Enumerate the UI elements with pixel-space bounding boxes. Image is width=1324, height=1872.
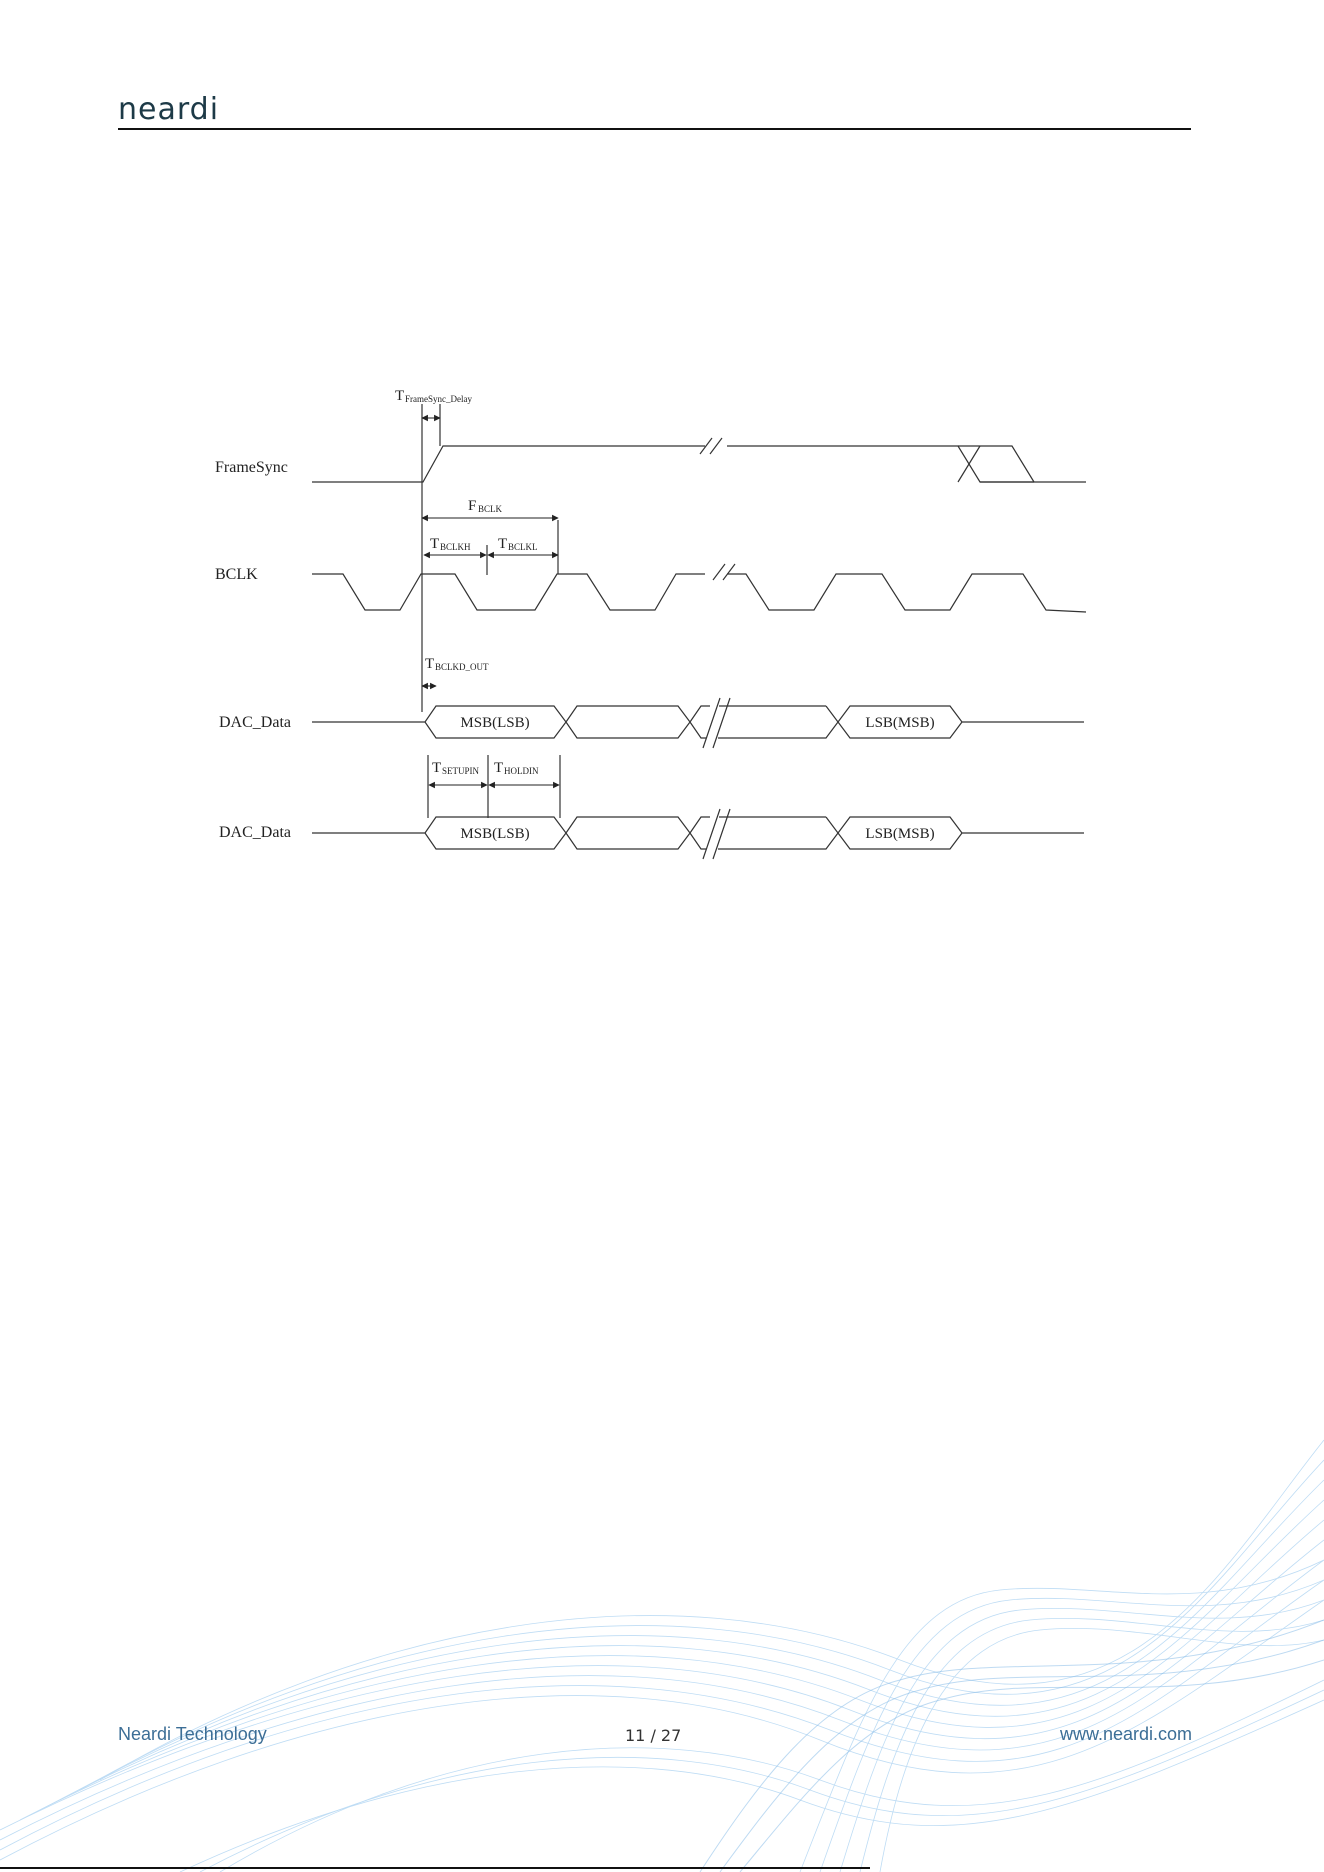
label-t-holdin: T HOLDIN (494, 760, 539, 776)
svg-text:BCLK: BCLK (478, 504, 503, 514)
framesync-waveform (312, 446, 1086, 482)
svg-text:HOLDIN: HOLDIN (504, 766, 539, 776)
svg-text:FrameSync_Delay: FrameSync_Delay (405, 394, 472, 404)
label-t-bclkl: T BCLKL (498, 536, 538, 552)
signal-label-dac-data: DAC_Data (219, 714, 291, 731)
signal-label-bclk: BCLK (215, 566, 258, 583)
label-t-bclkd-out: T BCLKD_OUT (425, 656, 489, 672)
dac-data-row2-waveform (312, 817, 1084, 849)
bottom-divider (0, 1867, 870, 1869)
svg-text:T: T (498, 536, 507, 552)
svg-text:SETUPIN: SETUPIN (442, 766, 480, 776)
svg-text:T: T (425, 656, 434, 672)
data-label-row1-last: LSB(MSB) (865, 715, 934, 731)
data-label-row2-first: MSB(LSB) (460, 826, 529, 842)
label-t-bclkh: T BCLKH (430, 536, 471, 552)
svg-text:BCLKH: BCLKH (440, 542, 471, 552)
label-f-bclk: F BCLK (468, 498, 503, 514)
svg-text:T: T (432, 760, 441, 776)
svg-text:BCLKL: BCLKL (508, 542, 538, 552)
dac-data-row1-waveform (312, 706, 1084, 738)
data-label-row2-last: LSB(MSB) (865, 826, 934, 842)
svg-text:F: F (468, 498, 476, 514)
label-framesync-delay: T FrameSync_Delay (395, 388, 472, 404)
page-number: 11 / 27 (625, 1726, 681, 1745)
signal-label-dac-data: DAC_Data (219, 824, 291, 841)
footer-company: Neardi Technology (118, 1724, 267, 1745)
svg-text:T: T (395, 388, 404, 404)
svg-text:T: T (430, 536, 439, 552)
svg-text:BCLKD_OUT: BCLKD_OUT (435, 662, 489, 672)
signal-label-framesync: FrameSync (215, 459, 288, 476)
footer-website-link[interactable]: www.neardi.com (1060, 1724, 1192, 1745)
label-t-setupin: T SETUPIN (432, 760, 480, 776)
bclk-waveform (312, 574, 1086, 612)
svg-text:T: T (494, 760, 503, 776)
data-label-row1-first: MSB(LSB) (460, 715, 529, 731)
